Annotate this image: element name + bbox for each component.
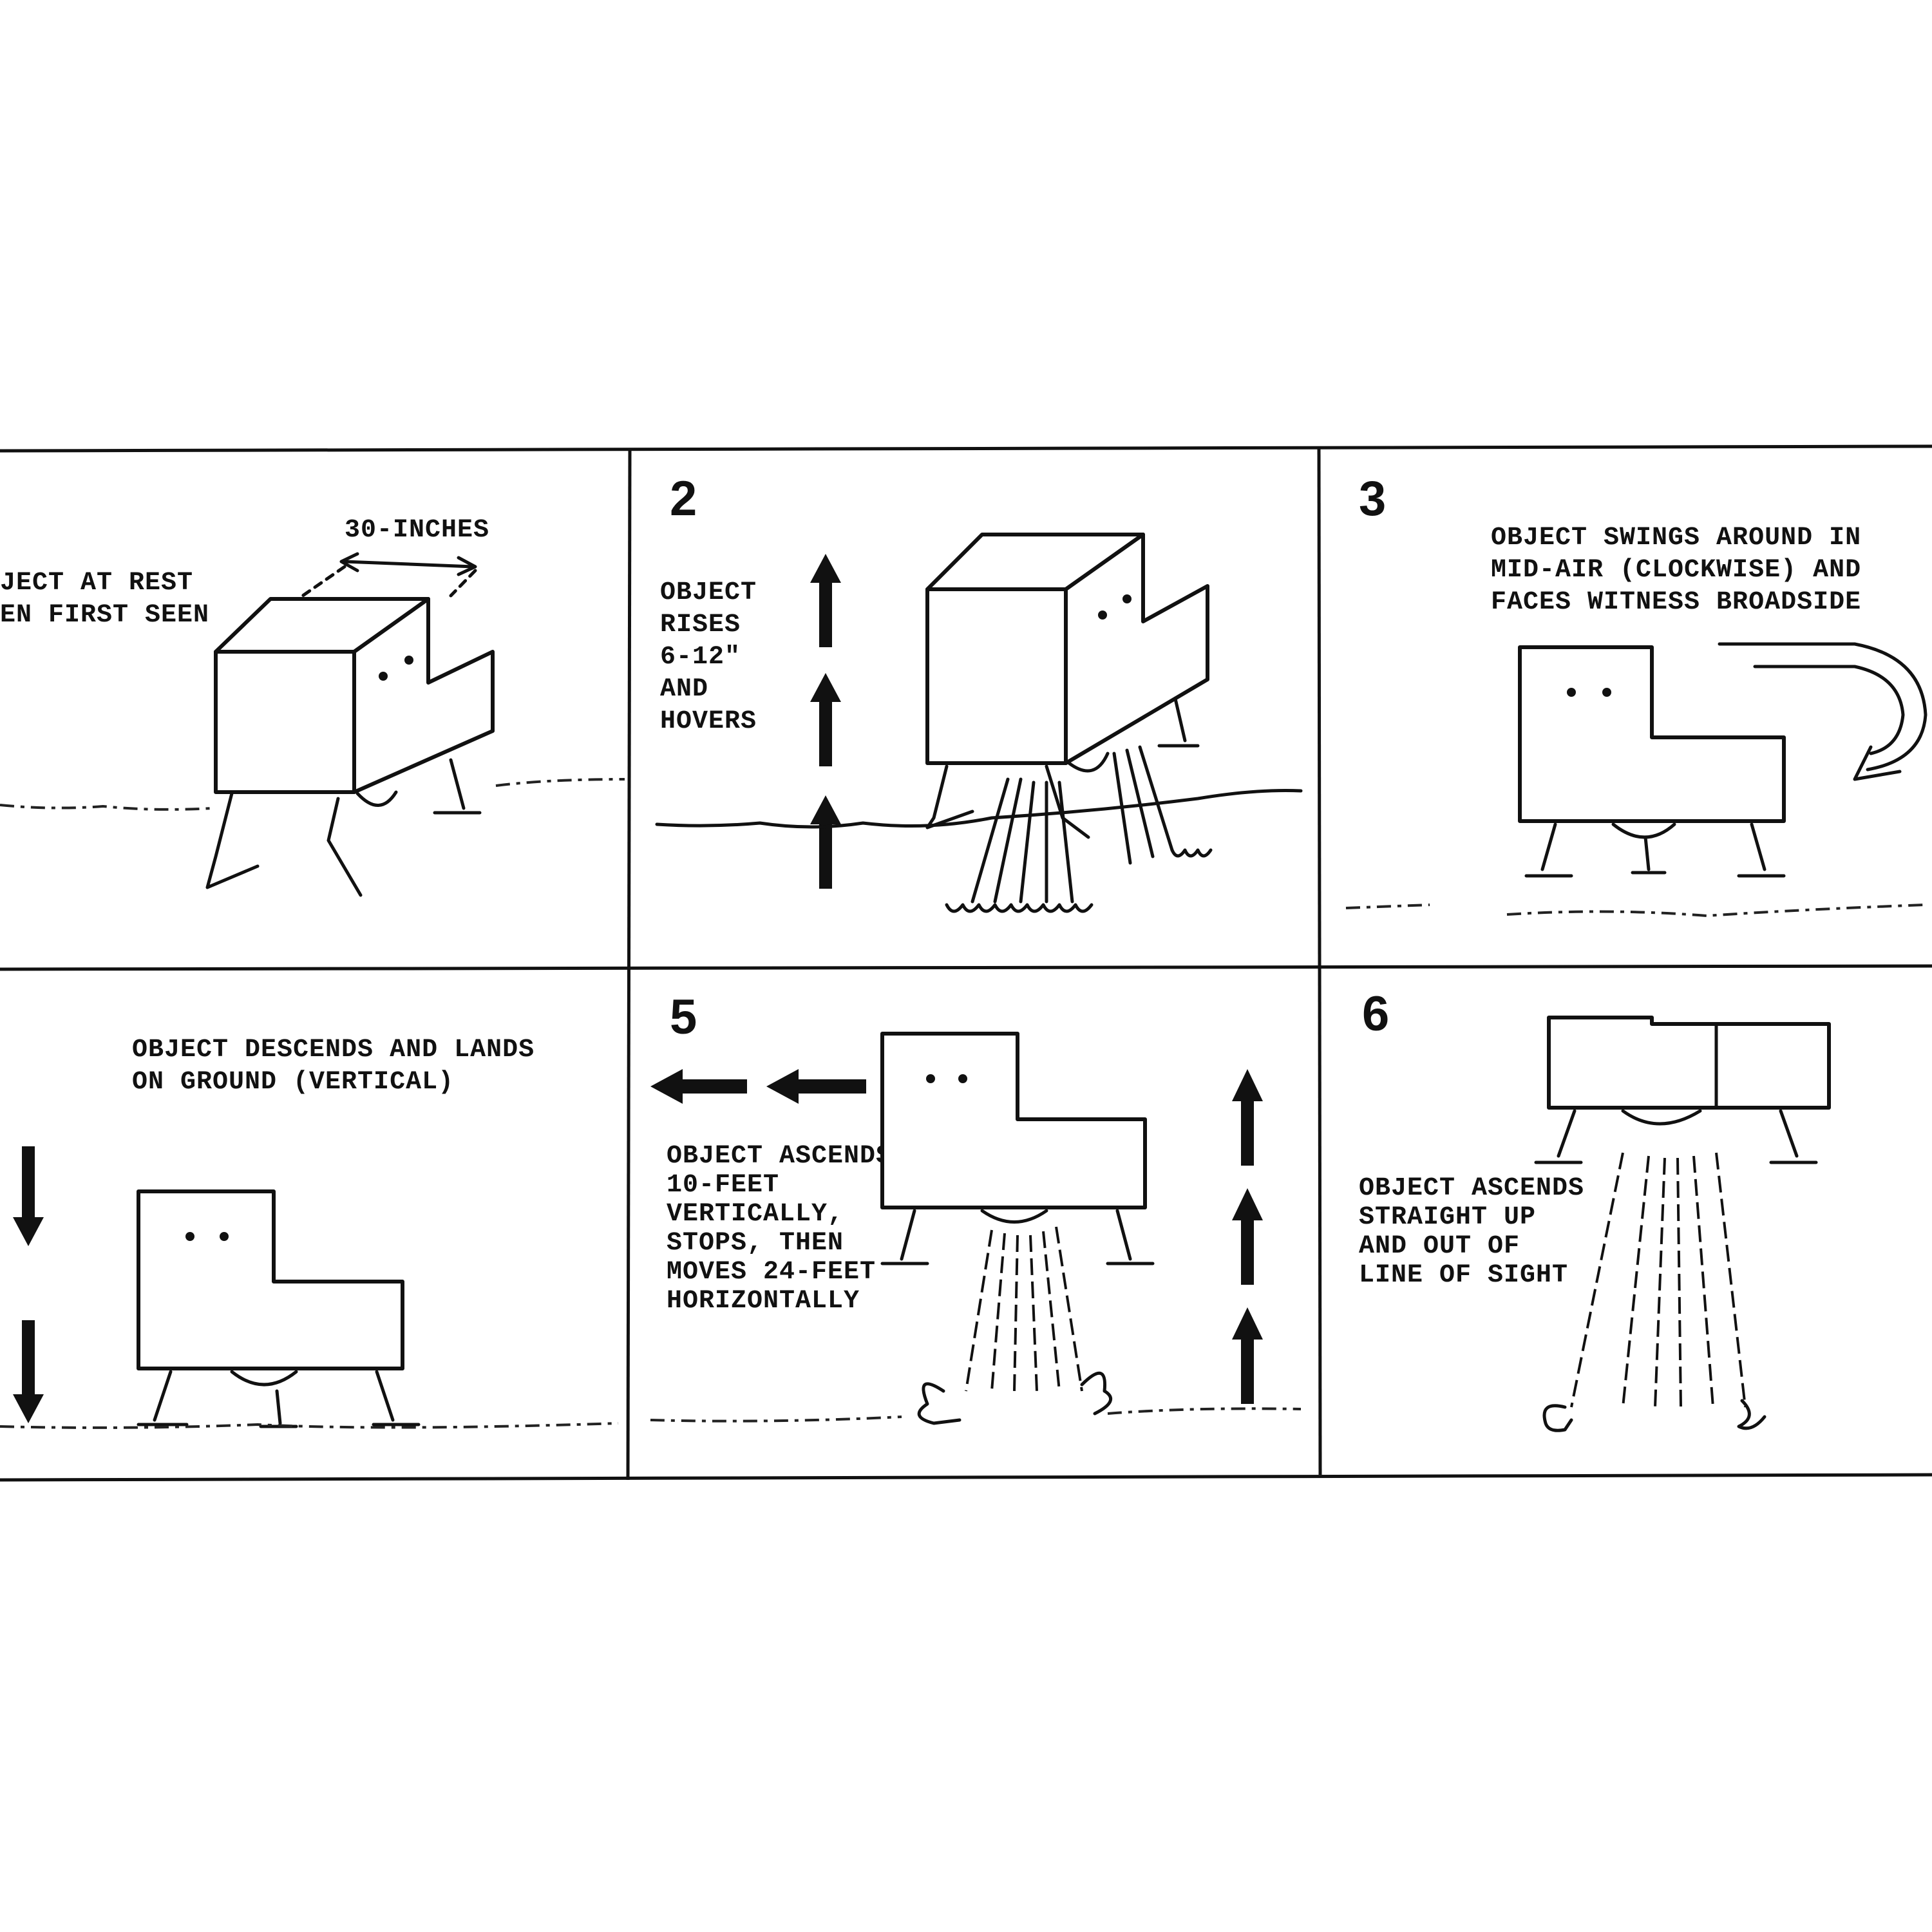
panel-1-caption-line-1: JECT AT REST — [0, 569, 193, 598]
panel-2-caption-line-1: OBJECT — [660, 578, 757, 607]
panel-3-caption-line-1: OBJECT SWINGS AROUND IN — [1491, 524, 1861, 553]
object-hovering-icon — [925, 533, 1209, 839]
panel-6-number: 6 — [1362, 987, 1389, 1041]
exhaust-lines — [1542, 1152, 1766, 1432]
panel-6: 6 OBJECT ASCENDS STRAIGHT UP AND OUT OF … — [1359, 987, 1831, 1432]
panel-6-caption-line-3: AND OUT OF — [1359, 1232, 1520, 1261]
panel-3-caption-line-3: FACES WITNESS BROADSIDE — [1491, 588, 1861, 617]
panel-1-dimension-label: 30-INCHES — [345, 516, 489, 545]
panel-4-caption-line-1: OBJECT DESCENDS AND LANDS — [132, 1036, 535, 1065]
panel-grid — [0, 444, 1932, 1482]
object-side-view-icon — [1518, 645, 1786, 878]
panel-3-caption-line-2: MID-AIR (CLOCKWISE) AND — [1491, 556, 1861, 585]
up-arrows-icon — [810, 554, 841, 889]
exhaust-lines — [945, 745, 1213, 913]
panel-2: 2 OBJECT RISES 6-12" AND HOVERS — [655, 471, 1303, 913]
clockwise-arrow-icon — [1718, 642, 1927, 781]
panel-2-caption-line-5: HOVERS — [660, 707, 757, 736]
panel-3: 3 OBJECT SWINGS AROUND IN MID-AIR (CLOCK… — [1345, 471, 1927, 918]
panel-3-number: 3 — [1359, 471, 1386, 526]
panel-1: 30-INCHES JECT AT REST EN FIRST SEEN — [0, 516, 625, 897]
left-arrows-icon — [650, 1069, 866, 1104]
panel-2-caption-line-3: 6-12" — [660, 643, 741, 672]
object-ascending-icon — [880, 1032, 1155, 1265]
object-leaving-icon — [1534, 1016, 1831, 1164]
panel-6-caption-line-2: STRAIGHT UP — [1359, 1203, 1536, 1232]
panel-5-caption-line-4: STOPS, THEN — [667, 1229, 844, 1258]
panel-5-caption-line-5: MOVES 24-FEET — [667, 1258, 876, 1287]
panel-2-number: 2 — [670, 471, 697, 526]
panel-5-caption-line-3: VERTICALLY, — [667, 1200, 844, 1229]
ground-line — [0, 778, 625, 811]
panel-6-caption-line-1: OBJECT ASCENDS — [1359, 1174, 1584, 1203]
panel-4-caption-line-2: ON GROUND (VERTICAL) — [132, 1068, 454, 1097]
panel-5-caption-line-1: OBJECT ASCENDS — [667, 1142, 892, 1171]
panel-5: 5 OBJECT ASCENDS 10-FEET VERTICALLY, STO… — [650, 990, 1302, 1425]
exhaust-lines — [917, 1226, 1113, 1425]
panel-6-caption-line-4: LINE OF SIGHT — [1359, 1261, 1568, 1290]
ground-line — [655, 789, 1303, 829]
down-arrows-icon — [13, 1146, 44, 1423]
panel-5-caption-line-2: 10-FEET — [667, 1171, 779, 1200]
panel-1-caption-line-2: EN FIRST SEEN — [0, 601, 209, 630]
ground-line — [1345, 904, 1926, 918]
panel-5-caption-line-6: HORIZONTALLY — [667, 1287, 860, 1316]
panel-4: OBJECT DESCENDS AND LANDS ON GROUND (VER… — [0, 1036, 619, 1429]
panel-2-caption-line-2: RISES — [660, 611, 741, 639]
panel-2-caption-line-4: AND — [660, 675, 708, 704]
dimension-arrow-icon — [301, 552, 477, 598]
object-3d-icon — [205, 597, 495, 897]
panel-5-number: 5 — [670, 990, 697, 1045]
ground-line — [650, 1407, 1302, 1423]
up-arrows-icon — [1232, 1069, 1263, 1404]
